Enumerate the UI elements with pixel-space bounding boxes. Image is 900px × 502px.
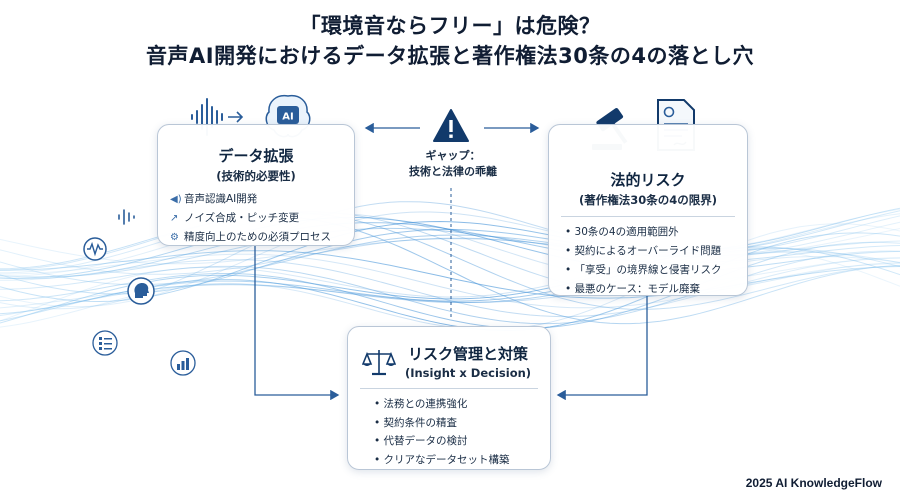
page-title-line2: 音声AI開発におけるデータ拡張と著作権法30条の4の落とし穴: [146, 44, 754, 68]
wave-line: [0, 215, 900, 325]
connector-legal-to-risk: [556, 294, 648, 401]
risk-management-card: リスク管理と対策 (Insight x Decision) 法務との連携強化 契…: [347, 326, 551, 470]
data-augmentation-card: データ拡張 (技術的必要性) ◀)音声認識AI開発 ↗ノイズ合成・ピッチ変更 ⚙…: [157, 124, 355, 246]
data-card-title: データ拡張: [218, 147, 294, 165]
list-item: 代替データの検討: [374, 432, 550, 451]
list-item: クリアなデータセット構築: [374, 451, 550, 470]
wave-line: [0, 212, 900, 310]
data-list-icon: [92, 330, 118, 356]
list-item: 契約条件の精査: [374, 414, 550, 433]
list-item: ↗ノイズ合成・ピッチ変更: [170, 209, 354, 228]
list-item: 「享受」の境界線と侵害リスク: [565, 261, 747, 280]
page-title-line1: 「環境音ならフリー」は危険？: [299, 14, 601, 38]
wave-line: [0, 253, 900, 309]
wave-line: [0, 247, 900, 322]
ai-chip-label: AI: [282, 112, 293, 123]
divider: [360, 388, 538, 389]
waveform-circle-icon: [83, 237, 107, 261]
list-item: 最悪のケース：モデル廃棄: [565, 280, 747, 299]
divider: [561, 216, 735, 217]
wave-line: [0, 257, 900, 318]
gap-label-line1: ギャップ：: [425, 149, 481, 162]
risk-card-title: リスク管理と対策: [407, 345, 528, 363]
credit-text: 2025 AI KnowledgeFlow: [745, 476, 882, 490]
scales-icon: [362, 349, 396, 375]
wave-line: [0, 211, 900, 296]
gap-label: ギャップ： 技術と法律の乖離: [376, 148, 530, 180]
list-item: ◀)音声認識AI開発: [170, 190, 354, 209]
sound-wave-small-icon: [118, 209, 135, 225]
wave-line: [0, 250, 900, 325]
connector-data-to-risk: [254, 244, 340, 401]
bar-chart-icon: [170, 350, 196, 376]
list-item: ⚙精度向上のための必須プロセス: [170, 228, 354, 247]
gear-icon: ⚙: [170, 232, 179, 243]
warning-icon: [433, 109, 469, 142]
wave-line: [0, 227, 900, 278]
legal-risk-card: 法的リスク (著作権法30条の4の限界) 30条の4の適用範囲外 契約によるオー…: [548, 124, 748, 296]
list-item: 契約によるオーバーライド問題: [565, 242, 747, 261]
legal-card-title: 法的リスク: [610, 171, 686, 189]
head-brain-icon: [127, 277, 155, 305]
wave-line: [0, 213, 900, 284]
data-card-subtitle: (技術的必要性): [216, 169, 296, 183]
list-item: 30条の4の適用範囲外: [565, 223, 747, 242]
wave-line: [0, 250, 900, 299]
wave-line: [0, 241, 900, 329]
legal-card-subtitle: (著作権法30条の4の限界): [578, 193, 718, 207]
trend-line-icon: ↗: [170, 213, 179, 224]
gap-label-line2: 技術と法律の乖離: [409, 165, 497, 178]
list-item: 法務との連携強化: [374, 395, 550, 414]
risk-card-subtitle: (Insight x Decision): [404, 366, 532, 380]
speaker-icon: ◀): [170, 194, 182, 205]
